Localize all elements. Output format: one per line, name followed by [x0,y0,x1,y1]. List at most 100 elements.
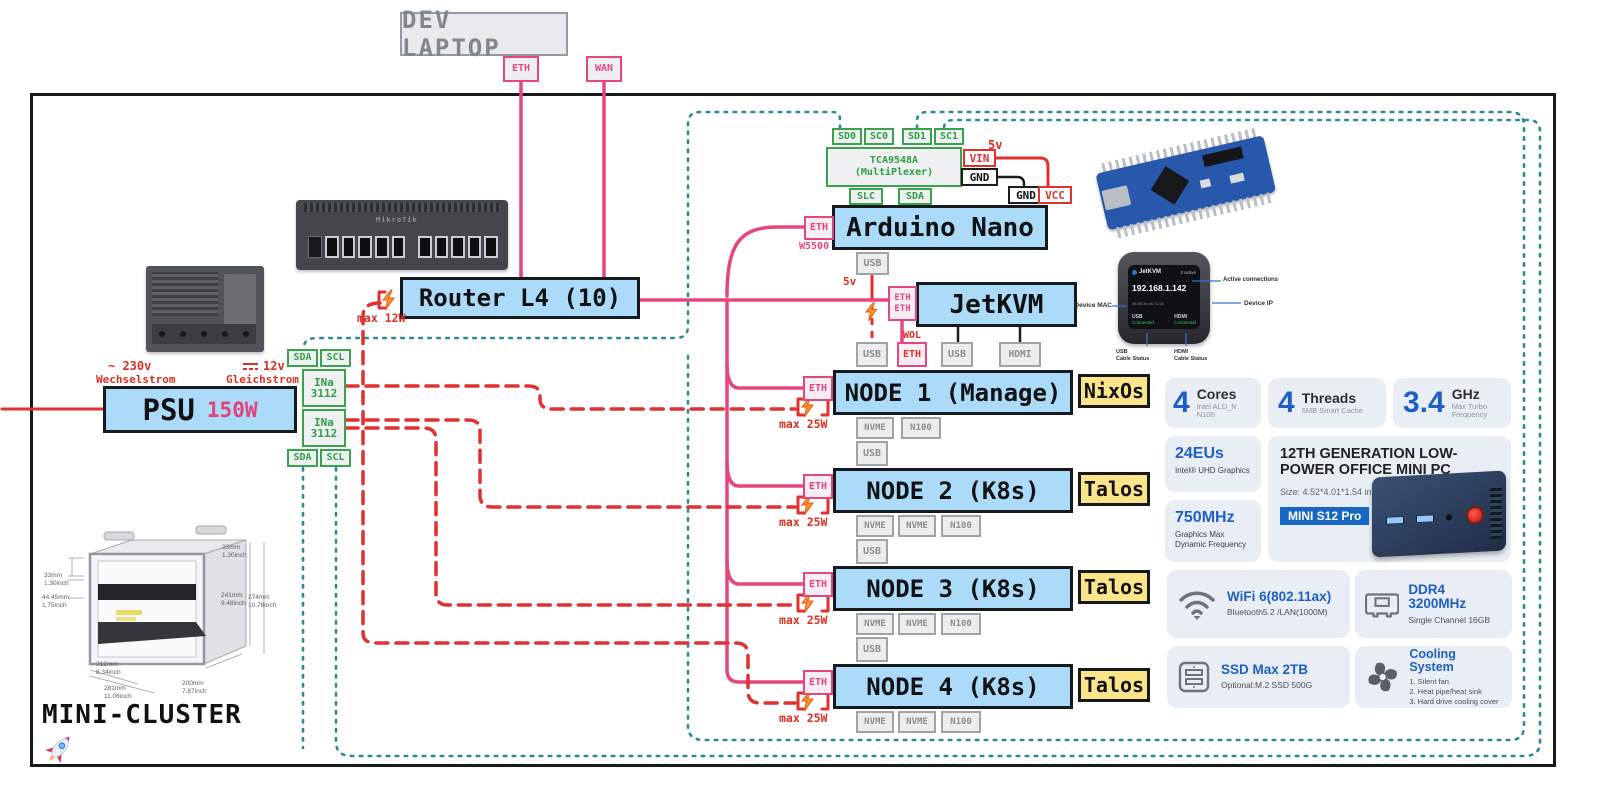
node2-power-label: max 25W [779,515,828,529]
terminal-dot [180,331,187,337]
hdmi-label: HDMI [1008,348,1032,360]
dev-laptop-box: DEV LAPTOP [400,6,568,62]
node4-label: NODE 4 (K8s) [866,672,1040,701]
ghz-title: GHz [1451,385,1480,402]
node1-os-tag: NixOs [1078,374,1150,408]
ram-sub: Single Channel 16GB [1408,614,1491,625]
eth-label: ETH [902,348,922,360]
ssd-title: SSD Max 2TB [1221,662,1309,678]
node1-hdmi-port: HDMI [999,342,1041,367]
node2-eth-port: ETH [803,474,833,499]
ina2-sda-port: SDA [287,449,318,467]
router-ports [308,234,498,260]
fan-icon [1368,662,1397,692]
rack-dim-7: 281mm 11.06inch [104,685,132,700]
spec-card-wifi: WiFi 6(802.11ax) Bluetooth5.2 /LAN(1000M… [1167,570,1350,638]
sda-label: SDA [293,452,312,463]
sd1-label: SD1 [907,130,927,142]
ina2-sensor: INa 3112 [302,409,346,447]
gpu-mhz-title: 750MHz [1175,509,1235,526]
eth-port [418,236,432,258]
psu-ac-type: Wechselstrom [96,373,176,386]
os-label: Talos [1083,575,1145,599]
node3-n100-port: N100 [941,613,981,635]
screen-brand: JetKVM [1139,269,1162,275]
node4-nvme2-port: NVME [898,711,936,733]
jetkvm-ann-ip: Device IP [1244,300,1273,307]
wifi-sub: Bluetooth5.2 /LAN(1000M) [1227,607,1328,618]
sc0-label: SC0 [869,130,889,142]
screen-hdmi-status: Connected [1174,320,1196,325]
minipc-badge: MINI S12 Pro [1280,507,1370,526]
psu-terminals [152,324,256,344]
nvme-label: NVME [864,422,886,433]
eth-label: ETH [808,578,828,590]
terminal-dot [242,331,249,337]
mux-slc-port: SLC [849,188,883,205]
terminal-dot [159,331,166,337]
node3-os-tag: Talos [1078,570,1150,604]
cooling-item3: 3. Hard drive cooling cover [1409,697,1499,707]
multiplexer-box: TCA9548A (MultiPlexer) [826,147,962,187]
node4-power-label: max 25W [779,711,828,725]
threads-value: 4 [1278,386,1295,419]
gnd-label: GND [1016,188,1036,202]
usb-label: USB [862,643,882,655]
rack-dim-4: 241mm 9.48inch [221,592,246,607]
arduino-vin-port: VIN [963,149,996,167]
rack-dim-8: 200mm 7.87inch [182,680,207,695]
arduino-usb-port: USB [856,252,889,275]
node3-box: NODE 3 (K8s) [833,566,1073,611]
port-gap [408,246,415,248]
cores-sub: Intel ALD_N N100 [1196,401,1237,419]
node1-box: NODE 1 (Manage) [833,370,1073,415]
node2-nvme-port: NVME [856,515,894,537]
nvme-label: NVME [864,618,886,629]
wol-label: WOL [903,330,922,341]
rack-photo [68,525,265,693]
screen-active: 2 active [1180,269,1196,275]
eth-port [375,236,389,258]
rack-dim-6: 212mm 8.34inch [96,661,121,676]
spec-card-gpu-mhz: 750MHz Graphics Max Dynamic Frequency [1165,500,1261,562]
rack-dim-2: 44.45mm 1.75inch [42,594,70,609]
psu-box: PSU 150W [103,386,297,433]
arduino-eth-port: ETH [804,216,834,240]
ssd-icon [1178,661,1210,693]
jetkvm-ann-mac: Device MAC [1074,302,1112,309]
psu-photo [146,266,264,352]
laptop-eth-label: ETH [511,63,531,74]
mux-sd0-port: SD0 [832,128,862,145]
node2-n100-port: N100 [941,515,981,537]
node2-nvme2-port: NVME [898,515,936,537]
node1-n100-port: N100 [901,417,941,439]
jetkvm-logo-icon [1132,269,1137,275]
power-button [1466,505,1484,525]
laptop-wan-port: WAN [586,56,622,82]
jetkvm-ann-usb: USB Cable Status [1116,349,1150,362]
node3-nvme2-port: NVME [898,613,936,635]
ina1-label: INa 3112 [310,376,338,400]
node1-usb-top-port: USB [856,342,888,367]
node4-n100-port: N100 [941,711,981,733]
cores-title: Cores [1196,385,1237,402]
nvme-label: NVME [864,520,886,531]
vent-grill [1490,486,1502,540]
arduino-box: Arduino Nano [832,205,1048,250]
eth-port [325,236,339,258]
ghz-sub: Max Turbo Frequency [1451,401,1488,419]
cooling-item2: 2. Heat pipe/heat sink [1409,687,1482,697]
nvme-label: NVME [906,520,928,531]
node3-label: NODE 3 (K8s) [866,574,1040,603]
os-label: Talos [1083,477,1145,501]
dev-laptop-label: DEV LAPTOP [402,6,501,62]
screen-mac: 46:95:3c:e6:72:0c [1132,301,1164,306]
node4-box: NODE 4 (K8s) [833,664,1073,709]
cluster-title: MINI-CLUSTER [42,700,242,730]
node2-usb-top-port: USB [856,441,888,466]
eth-port [484,236,498,258]
node2-box: NODE 2 (K8s) [833,468,1073,513]
node1-power-label: max 25W [779,417,828,431]
node4-usb-top-port: USB [856,637,888,662]
